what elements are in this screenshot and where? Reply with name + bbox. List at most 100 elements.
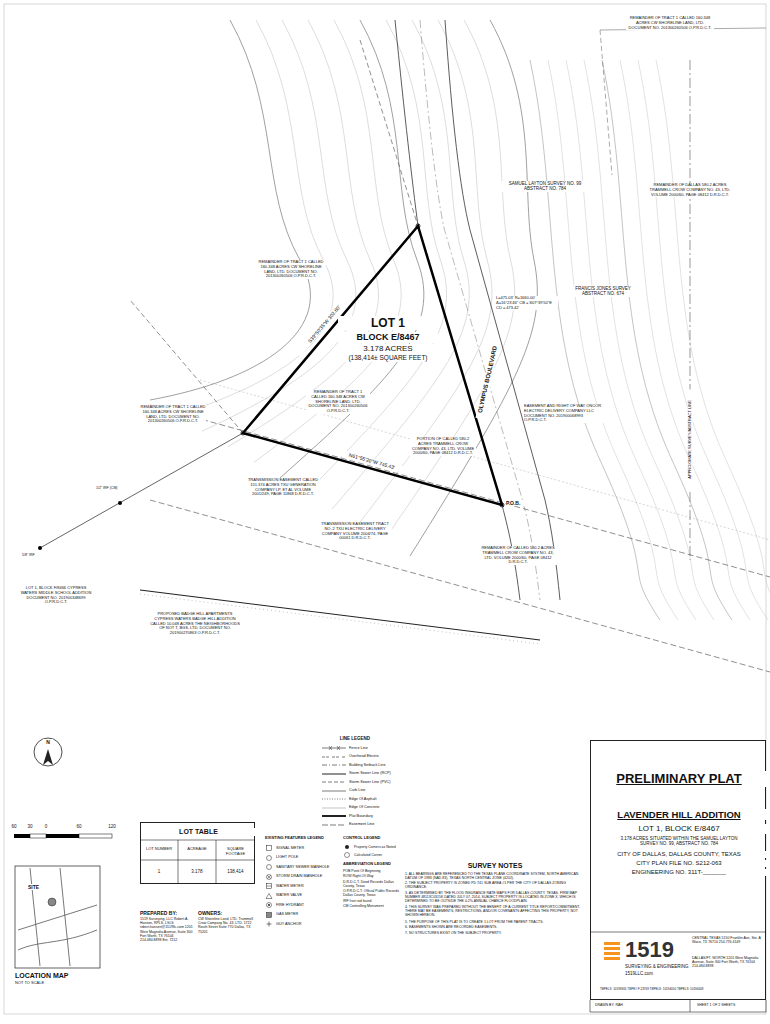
contour-line: [566, 60, 696, 620]
legend-sample: [322, 745, 346, 751]
legend-row: Calculated Corner: [343, 852, 403, 858]
plat-label: SHEET 1 OF 2 SHEETS: [697, 1003, 762, 1007]
legend-sample: [322, 822, 346, 828]
legend-symbol: [267, 922, 272, 927]
plat-label: POB Point Of Beginning: [343, 869, 401, 873]
table-grid: [140, 840, 255, 884]
node-text: PRELIMINARY PLAT: [591, 771, 767, 787]
logo-mark: [604, 952, 620, 955]
plat-label: 1519 Surveying, LLC Robert A. Hansen, RP…: [140, 917, 195, 942]
plat-label: 6. EASEMENTS SHOWN ARE RECORDED EASEMENT…: [405, 925, 585, 929]
plat-label: DRAWN BY: RAH: [595, 1003, 675, 1007]
legend-symbol: [267, 886, 272, 887]
legend-text: Edge Of Concrete: [349, 805, 379, 809]
legend-line: [322, 756, 346, 757]
plat-label: LOT 1, BLOCK F/8466 CYPRESS WATERS MIDDL…: [18, 586, 94, 605]
plat-label: TRANSMISSION EASEMENT TRACT NO. 2 TXU EL…: [318, 522, 392, 541]
legend-line: [322, 748, 346, 749]
plat-label: D.R.D.C.T. Deed Records Dallas County, T…: [343, 880, 401, 888]
legend-row: WATER METER: [265, 883, 341, 889]
road-row-line: [395, 20, 418, 226]
legend-sample: [265, 912, 273, 918]
contour-line: [656, 60, 770, 620]
boundary-hatch: [140, 594, 540, 644]
legend-line: [322, 807, 346, 808]
legend-text: WATER METER: [276, 884, 304, 888]
node-text: (138,414± SQUARE FEET): [328, 354, 448, 362]
legend-sample: [265, 902, 273, 908]
plat-label: REMAINDER OF TRACT 1 CALLED 160.348 ACRE…: [140, 405, 206, 424]
legend-row: SANITARY SEWER MANHOLE: [265, 864, 341, 870]
plat-label: O.P.R.D.C.T. Official Public Records Dal…: [343, 889, 401, 897]
legend-text: GAS METER: [276, 912, 298, 916]
plat-label: 60: [73, 824, 85, 829]
plat-label: 1: [141, 869, 177, 874]
legend-text: WATER VALVE: [276, 893, 302, 897]
legend-row: Edge Of Concrete: [322, 805, 408, 811]
property-line: [600, 30, 612, 175]
boundary-line: [140, 590, 540, 640]
node-text: CITY OF DALLAS, DALLAS COUNTY, TEXAS: [591, 851, 767, 858]
legend-text: Calculated Corner: [354, 853, 382, 857]
legend-sample: [322, 754, 346, 760]
legend-text: Easement Line: [349, 822, 374, 826]
plat-label: OLYMPUS BOULEVARD: [476, 340, 501, 420]
plat-label: ROW Right-Of-Way: [343, 874, 401, 878]
node-text: 3.178 ACRES: [338, 344, 438, 354]
contour-line: [548, 60, 678, 620]
plat-label: 2. THE SUBJECT PROPERTY IS ZONED PD 741 …: [405, 881, 585, 889]
legend-sample: [343, 844, 351, 850]
legend-sample: [265, 921, 273, 927]
plat-label: REMAINDER OF TRACT 1 CALLED 160.348 ACRE…: [626, 16, 714, 30]
property-line: [130, 300, 243, 433]
title-block-lines: [590, 932, 766, 1012]
legend-text: Edge Of Asphalt: [349, 797, 376, 801]
legend-text: Storm Sewer Line (PVC): [349, 780, 391, 784]
legend-row: Curb Line: [322, 788, 408, 794]
plat-label: FRANCIS JONES SURVEY ABSTRACT NO. 674: [565, 286, 641, 297]
node-text: 1519LLC.com: [625, 971, 697, 976]
legend-text: Fence Line: [349, 746, 368, 750]
plat-label: 120: [104, 824, 120, 829]
contour-group: [150, 20, 770, 620]
plat-label: 3. AS DETERMINED BY THE FLOOD INSURANCE …: [405, 891, 585, 904]
legend-row: GAS METER: [265, 912, 341, 918]
legend-sample: [343, 852, 351, 858]
legend-line: [322, 782, 346, 783]
easement-line: [150, 500, 770, 672]
plat-label: TBPELS: 10193905 TBPE# F-23769 TBPELS: 1…: [600, 988, 760, 992]
legend-sample: [322, 805, 346, 811]
legend-line: [322, 799, 346, 800]
legend-row: Easement Line: [322, 822, 408, 828]
plat-label: CM Controlling Monument: [343, 904, 401, 908]
legend-row: Edge Of Asphalt: [322, 796, 408, 802]
plat-label: 60: [8, 824, 20, 829]
contour-line: [228, 20, 379, 447]
legend-sample: [322, 813, 346, 819]
legend-sample: [265, 893, 273, 899]
logo-mark: [604, 942, 620, 945]
legend-symbol: [267, 855, 272, 860]
plat-label: EASEMENT AND RIGHT OF WAY ONCOR ELECTRIC…: [524, 404, 604, 423]
node-text: LOT 1: [338, 316, 438, 330]
contour-line: [280, 20, 424, 478]
plat-label: PORTION OF CALLED 580.2 ACRES TRAMMELL C…: [410, 437, 476, 456]
plat-label: DALLAS/FT. WORTH 1201 West Magnolia Aven…: [692, 956, 764, 969]
legend-sample: [322, 779, 346, 785]
legend-line: [322, 765, 346, 766]
legend-text: SANITARY SEWER MANHOLE: [276, 865, 329, 869]
legend-line: [322, 824, 346, 825]
plat-label: REMAINDER OF CALLED 580.2 ACRES TRAMMELL…: [478, 546, 558, 565]
legend-symbol: [267, 903, 272, 908]
plat-label: 1. ALL BEARINGS ARE REFERENCED TO THE TE…: [405, 872, 585, 880]
plat-label: L=475.03' R=1660.00' Δ=16°23'46" CB = S0…: [496, 296, 558, 310]
legend-symbol: [267, 912, 272, 917]
legend-sample: [322, 762, 346, 768]
legend-sample: [265, 883, 273, 889]
contour-line: [584, 60, 714, 620]
plat-label: SAMUEL LAYTON SURVEY NO. 99 ABSTRACT NO.…: [500, 181, 590, 192]
legend-row: Building Setback Line: [322, 762, 408, 768]
contour-line: [150, 20, 310, 400]
location-map-frame: [15, 866, 100, 968]
